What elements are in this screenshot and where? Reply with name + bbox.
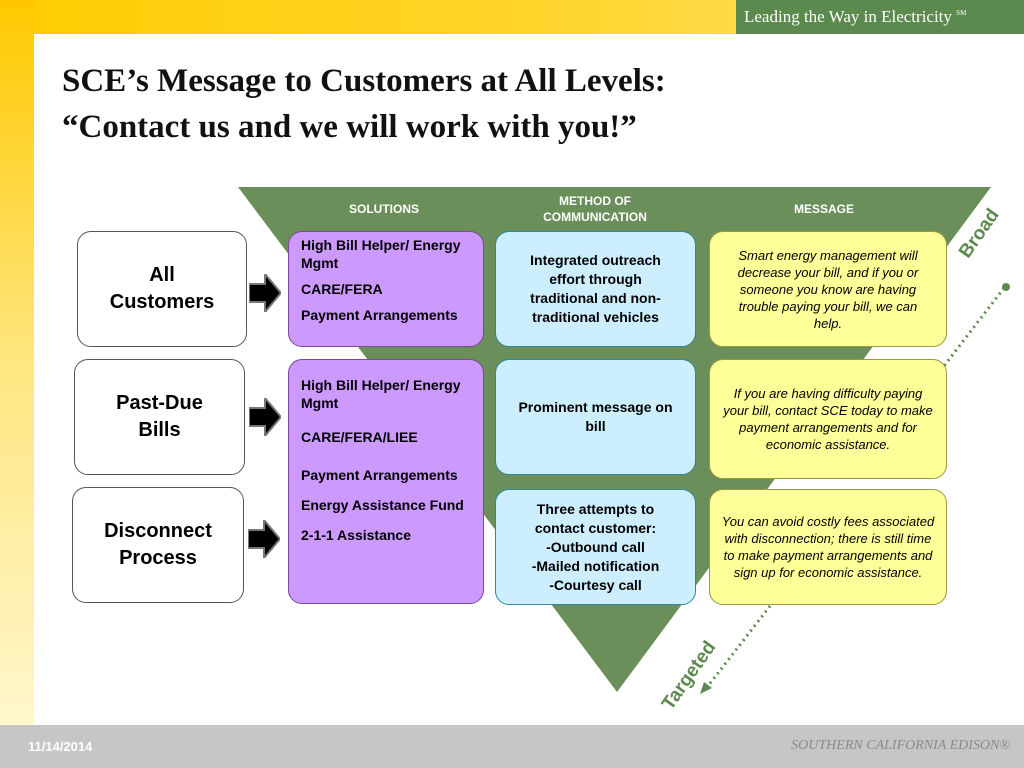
method-line: -Mailed notification [531, 557, 660, 574]
method-box-disconnect-process: Three attempts to contact customer: -Out… [495, 489, 696, 605]
method-line: -Courtesy call [549, 576, 642, 593]
solution-item: Energy Assistance Fund [301, 497, 464, 513]
method-box-past-due-bills: Prominent message on bill [495, 359, 696, 475]
solutions-box-all-customers: High Bill Helper/ Energy Mgmt CARE/FERA … [288, 231, 484, 347]
solution-item: High Bill Helper/ Energy Mgmt [301, 377, 461, 411]
level-disconnect-process: Disconnect Process [72, 487, 244, 603]
solution-item: 2-1-1 Assistance [301, 527, 411, 543]
brand-banner: Leading the Way in Electricity SM [736, 0, 1024, 34]
arrow-right-icon [248, 520, 280, 558]
solution-item: Payment Arrangements [301, 307, 458, 323]
service-mark: SM [956, 9, 967, 17]
message-box-all-customers: Smart energy management will decrease yo… [709, 231, 947, 347]
column-header-message: MESSAGE [793, 202, 854, 216]
arrow-right-icon [249, 274, 281, 312]
footer-date: 11/14/2014 [28, 739, 93, 754]
left-bar [0, 0, 34, 725]
column-header-solutions: SOLUTIONS [348, 202, 419, 216]
footer-organization: SOUTHERN CALIFORNIA EDISON® [791, 738, 1010, 753]
method-line: -Outbound call [546, 538, 645, 555]
message-box-disconnect-process: You can avoid costly fees associated wit… [709, 489, 947, 605]
solution-item: High Bill Helper/ Energy Mgmt [301, 237, 461, 271]
footer-bar: 11/14/2014 SOUTHERN CALIFORNIA EDISON® [0, 725, 1024, 768]
solution-item: CARE/FERA/LIEE [301, 429, 418, 445]
broad-dotted-line [942, 287, 1006, 367]
solutions-box-shared: High Bill Helper/ Energy Mgmt CARE/FERA/… [288, 359, 484, 604]
level-all-customers: All Customers [77, 231, 247, 347]
targeted-arrowhead [700, 682, 712, 694]
brand-tagline: Leading the Way in Electricity [744, 7, 952, 26]
title-line-1: SCE’s Message to Customers at All Levels… [62, 63, 666, 99]
message-box-past-due-bills: If you are having difficulty paying your… [709, 359, 947, 479]
method-box-all-customers: Integrated outreach effort through tradi… [495, 231, 696, 347]
arrow-right-icon [249, 398, 281, 436]
method-line: Three attempts to contact customer: [534, 500, 657, 536]
column-header-method: METHOD OF COMMUNICATION [543, 194, 647, 224]
solution-item: CARE/FERA [301, 281, 383, 297]
level-past-due-bills: Past-Due Bills [74, 359, 245, 475]
slide-title: SCE’s Message to Customers at All Levels… [62, 58, 666, 150]
solution-item: Payment Arrangements [301, 467, 458, 483]
targeted-dotted-line [706, 605, 772, 687]
broad-dot [1002, 283, 1010, 291]
title-line-2: “Contact us and we will work with you!” [62, 109, 637, 145]
